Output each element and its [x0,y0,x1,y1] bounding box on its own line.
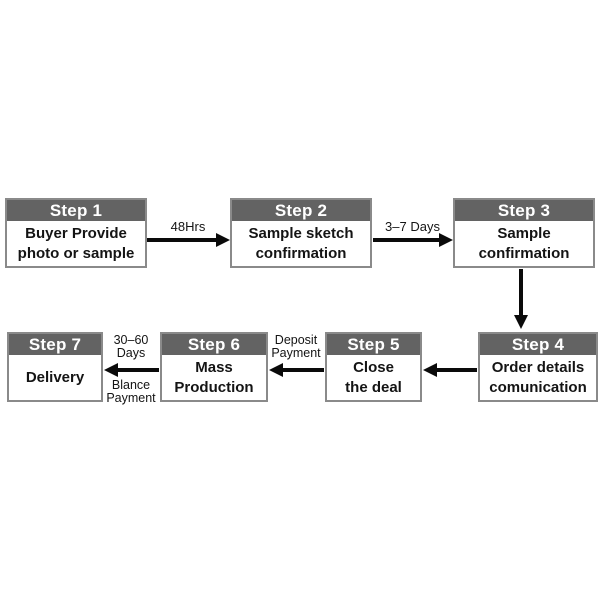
step2-text-line1: Sample sketch [248,224,354,242]
label-3-7-days: 3–7 Days [372,220,453,234]
step1-box: Step 1 Buyer Provide photo or sample [5,198,147,268]
label-48hrs: 48Hrs [146,220,230,234]
step4-box: Step 4 Order details comunication [478,332,598,402]
step3-box: Step 3 Sample confirmation [453,198,595,268]
step1-body: Buyer Provide photo or sample [7,221,145,266]
step4-text-line2: comunication [489,378,587,396]
step7-text-line1: Delivery [25,368,85,386]
step7-body: Delivery [9,355,101,400]
label-30-60-days-line2: Days [116,346,146,360]
step2-text-line2: confirmation [255,244,347,262]
step2-header: Step 2 [232,200,370,221]
label-30-60-days: 30–60 Days [101,334,161,360]
label-deposit-payment-line1: Deposit [274,333,318,347]
label-48hrs-line1: 48Hrs [170,219,206,234]
arrow-step1-to-step2 [146,233,230,247]
step1-text-line1: Buyer Provide [25,224,127,242]
step6-body: Mass Production [162,355,266,400]
label-blance-payment-line1: Blance [111,378,151,392]
label-3-7-days-line1: 3–7 Days [385,219,440,234]
step3-header: Step 3 [455,200,593,221]
label-deposit-payment: Deposit Payment [266,334,326,360]
step6-box: Step 6 Mass Production [160,332,268,402]
step5-box: Step 5 Close the deal [325,332,422,402]
arrow-step5-to-step6 [269,363,324,377]
step5-body: Close the deal [327,355,420,400]
step4-header: Step 4 [480,334,596,355]
step3-body: Sample confirmation [455,221,593,266]
arrow-step3-to-step4 [514,269,528,329]
step4-text-line1: Order details [491,358,585,376]
step7-box: Step 7 Delivery [7,332,103,402]
step3-text-line2: confirmation [478,244,570,262]
step2-box: Step 2 Sample sketch confirmation [230,198,372,268]
label-deposit-payment-line2: Payment [271,346,321,360]
step5-text-line2: the deal [345,378,402,396]
step5-text-line1: Close [353,358,394,376]
label-blance-payment: Blance Payment [101,379,161,405]
step1-header: Step 1 [7,200,145,221]
label-30-60-days-line1: 30–60 [113,333,149,347]
step1-text-line2: photo or sample [17,244,135,262]
step7-header: Step 7 [9,334,101,355]
arrow-step6-to-step7 [104,363,159,377]
step6-text-line1: Mass [195,358,233,376]
label-blance-payment-line2: Payment [106,391,156,405]
step5-header: Step 5 [327,334,420,355]
step6-header: Step 6 [162,334,266,355]
arrow-step4-to-step5 [423,363,477,377]
arrow-step2-to-step3 [373,233,453,247]
step2-body: Sample sketch confirmation [232,221,370,266]
step3-text-line1: Sample [497,224,551,242]
step6-text-line2: Production [174,378,254,396]
step4-body: Order details comunication [480,355,596,400]
